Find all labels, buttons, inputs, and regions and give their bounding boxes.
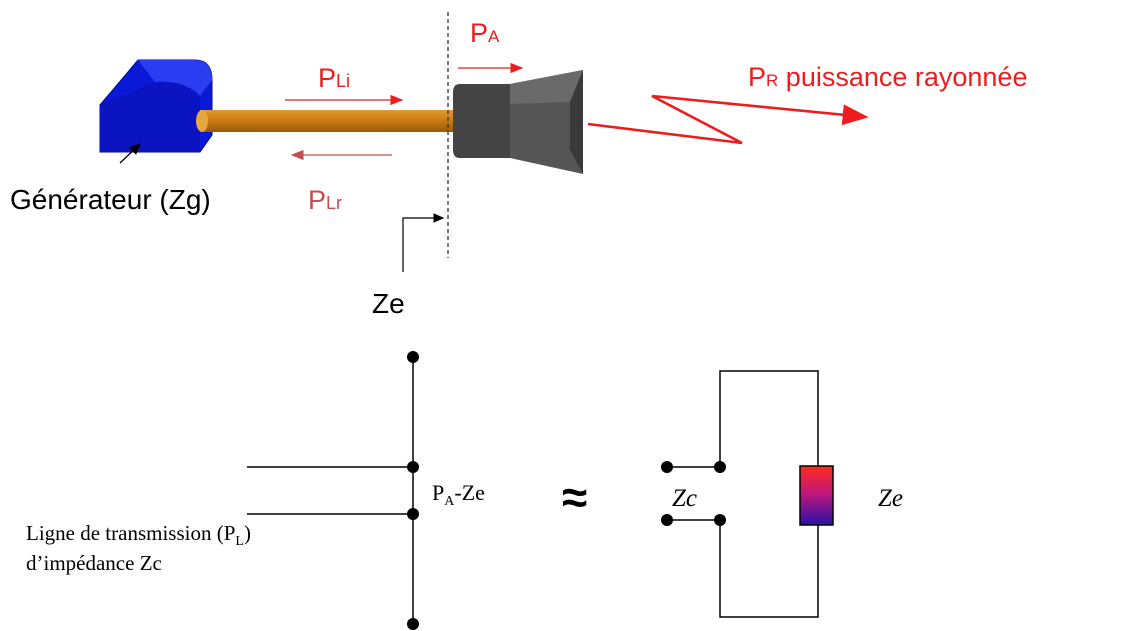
generator-pointer-arrow: [119, 143, 141, 164]
cable-icon: [196, 110, 458, 132]
zc-label: Zc: [672, 485, 697, 512]
ze-pointer-arrow: [402, 213, 445, 272]
pr-label: PR puissance rayonnée: [748, 62, 1027, 92]
pa-ze-label: PA-Ze: [432, 480, 485, 509]
impedance-resistor-icon: [799, 465, 834, 526]
pli-label: PLi: [318, 63, 350, 93]
terminal-dot: [407, 461, 419, 473]
terminal-dot: [661, 461, 673, 473]
generator-label: Générateur (Zg): [10, 184, 211, 215]
equivalent-circuit: [661, 370, 834, 618]
transmission-line-label: Ligne de transmission (PL): [26, 521, 251, 549]
impedance-label: d’impédance Zc: [26, 551, 162, 575]
plr-label: PLr: [308, 185, 342, 215]
terminal-dot: [407, 351, 419, 363]
terminal-dot: [407, 508, 419, 520]
ze-label-bottom: Ze: [878, 485, 903, 512]
horn-antenna-icon: [453, 70, 583, 174]
transmission-line-schematic: [247, 351, 419, 630]
ze-label-top: Ze: [372, 288, 405, 319]
terminal-dot: [714, 461, 726, 473]
terminal-dot: [661, 514, 673, 526]
approx-symbol: ≈: [562, 471, 587, 523]
generator-icon: [99, 59, 213, 153]
radiation-zigzag-icon: [587, 94, 869, 145]
terminal-dot: [407, 618, 419, 630]
terminal-dot: [714, 514, 726, 526]
pa-label: PA: [470, 18, 500, 48]
